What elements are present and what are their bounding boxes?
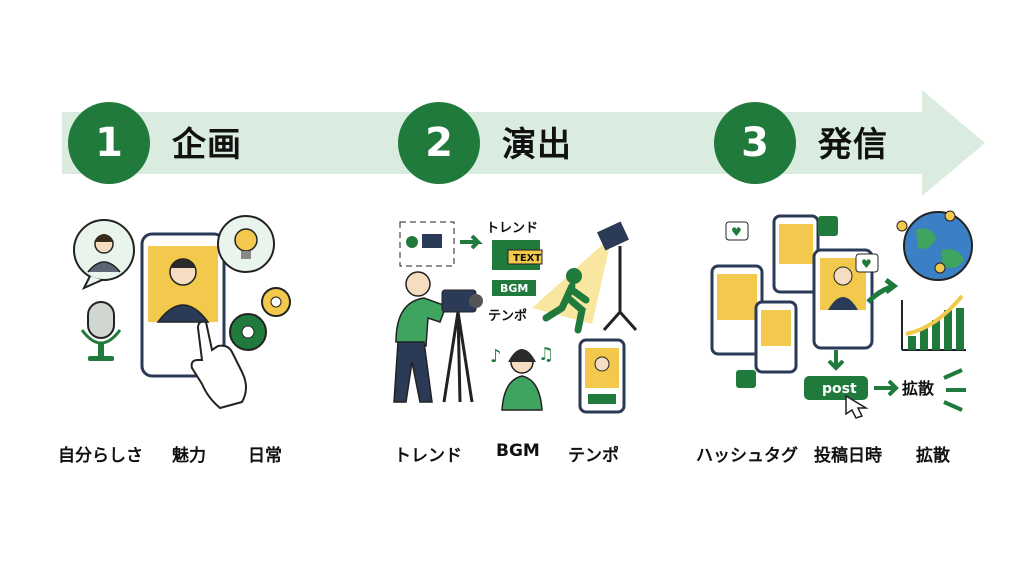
- text-tag-label: TEXT: [513, 253, 541, 264]
- growth-chart-icon: [901, 294, 966, 351]
- spotlight-icon: [596, 221, 638, 331]
- spread-label: 拡散: [902, 379, 935, 398]
- svg-text:♪: ♪: [490, 346, 502, 367]
- right-arrow-icon: [874, 379, 899, 397]
- step-2-keyword-3: テンポ: [568, 446, 619, 466]
- tempo-label: テンポ: [488, 308, 527, 324]
- arrow-icon: [460, 234, 483, 250]
- gear-icon: [229, 287, 291, 351]
- step-3-title: 発信: [818, 125, 888, 165]
- step-3-keyword-2: 投稿日時: [814, 446, 882, 466]
- post-label: post: [822, 381, 857, 397]
- svg-text:♫: ♫: [538, 344, 554, 365]
- down-arrow-icon: [827, 350, 845, 371]
- step-2-number: 2: [398, 102, 480, 184]
- step-1-title: 企画: [172, 125, 242, 165]
- step-1-keyword-3: 日常: [248, 446, 282, 466]
- step-3-keyword-1: ハッシュタグ: [696, 446, 798, 466]
- step-2-keyword-1: トレンド: [394, 446, 462, 466]
- pointing-hand-icon: [190, 320, 247, 410]
- singer-icon: ♪ ♫: [490, 344, 554, 411]
- phone-collage-icon: [710, 214, 874, 374]
- cameraman-icon: [393, 271, 483, 403]
- svg-text:♥: ♥: [861, 257, 872, 271]
- running-person-icon: [542, 268, 590, 334]
- step-3-keyword-3: 拡散: [916, 446, 950, 466]
- lightbulb-icon: [217, 215, 275, 273]
- globe-icon: [896, 210, 973, 281]
- step-3-number: 3: [714, 102, 796, 184]
- step-1-keyword-2: 魅力: [172, 446, 206, 466]
- post-button-graphic: [804, 376, 868, 400]
- spread-arrows-icon: [943, 368, 966, 412]
- step-1-keyword-1: 自分らしさ: [58, 446, 143, 466]
- step-2-title: 演出: [502, 125, 572, 165]
- cursor-hand-icon: [845, 394, 869, 419]
- step-2-keyword-2: BGM: [496, 441, 540, 461]
- trend-label: トレンド: [486, 221, 538, 236]
- person-bubble-icon: [73, 219, 135, 291]
- microphone-icon: [80, 301, 122, 361]
- bgm-tag-label: BGM: [500, 282, 528, 295]
- heart-icon: ♥ ♥: [725, 221, 879, 273]
- posting-illustration: ♥ ♥ post 拡散: [710, 210, 973, 419]
- step-1-number: 1: [68, 102, 150, 184]
- production-illustration: トレンド TEXT BGM テンポ ♪ ♫: [393, 221, 638, 414]
- camera-scene-icon: [399, 221, 455, 267]
- thumbs-up-icon: [736, 216, 838, 388]
- share-arrow-icon: [866, 278, 899, 304]
- svg-text:♥: ♥: [731, 225, 742, 239]
- selfie-phone-icon: [578, 338, 626, 414]
- planning-illustration: [73, 215, 291, 410]
